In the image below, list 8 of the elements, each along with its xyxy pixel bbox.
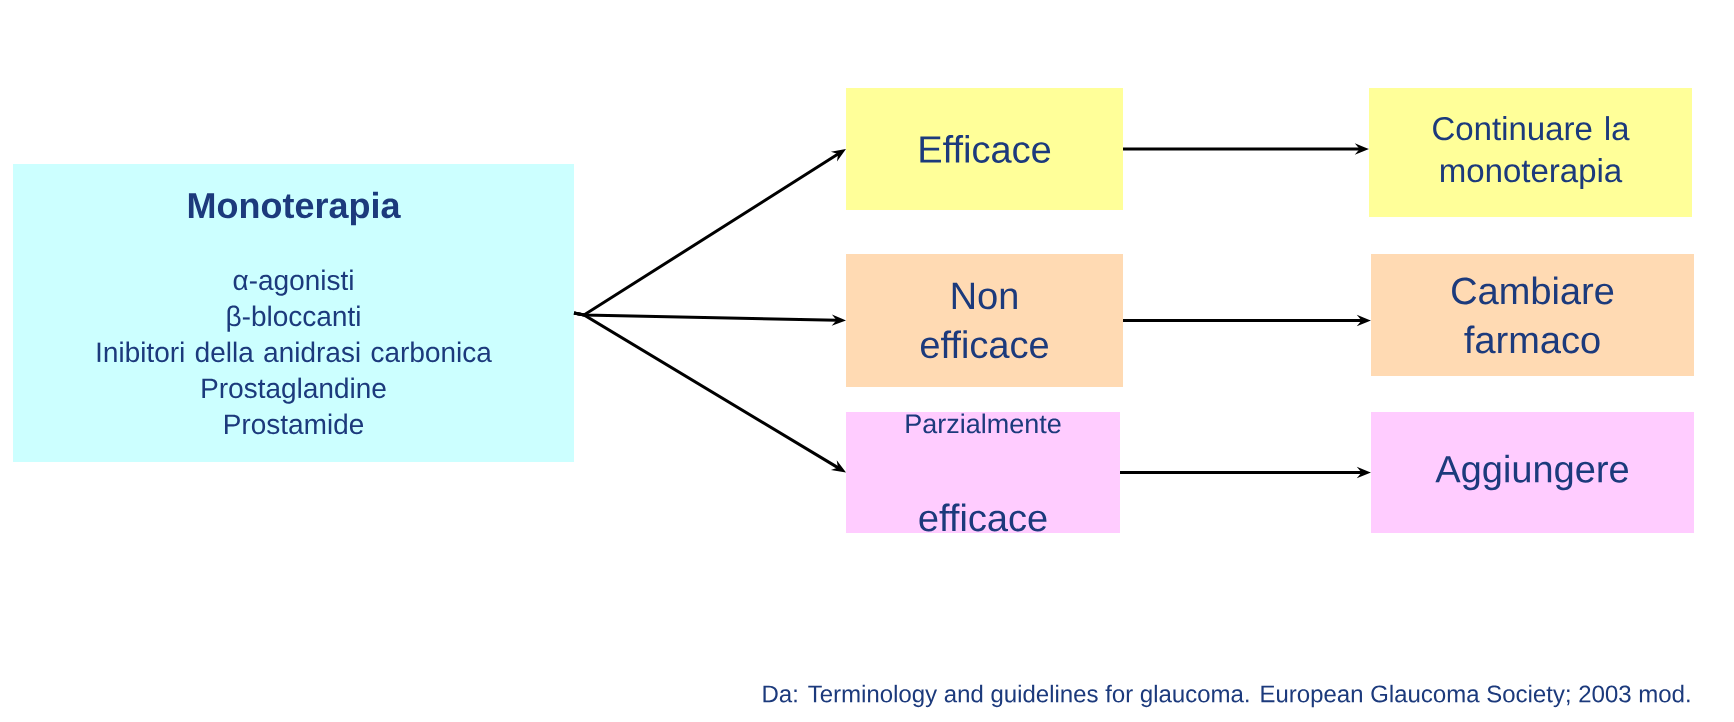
outcome-box: Parzialmente efficace (846, 412, 1120, 533)
source-note: Da: Terminology and guidelines for glaucoma. European Glaucoma Society; 2003 mod. (763, 684, 1690, 708)
action-box: Aggiungere (1371, 412, 1694, 533)
outcome-box: Non efficace (846, 254, 1123, 387)
action-box: Continuare la monoterapia (1369, 88, 1692, 217)
drug-class-box: Monoterapia α-agonisti β-bloccanti Inibitori della anidrasi carbonica Prostaglandine Prostamide (13, 164, 574, 462)
action-box: Cambiare farmaco (1371, 254, 1694, 376)
outcome-box: Efficace (846, 88, 1123, 210)
